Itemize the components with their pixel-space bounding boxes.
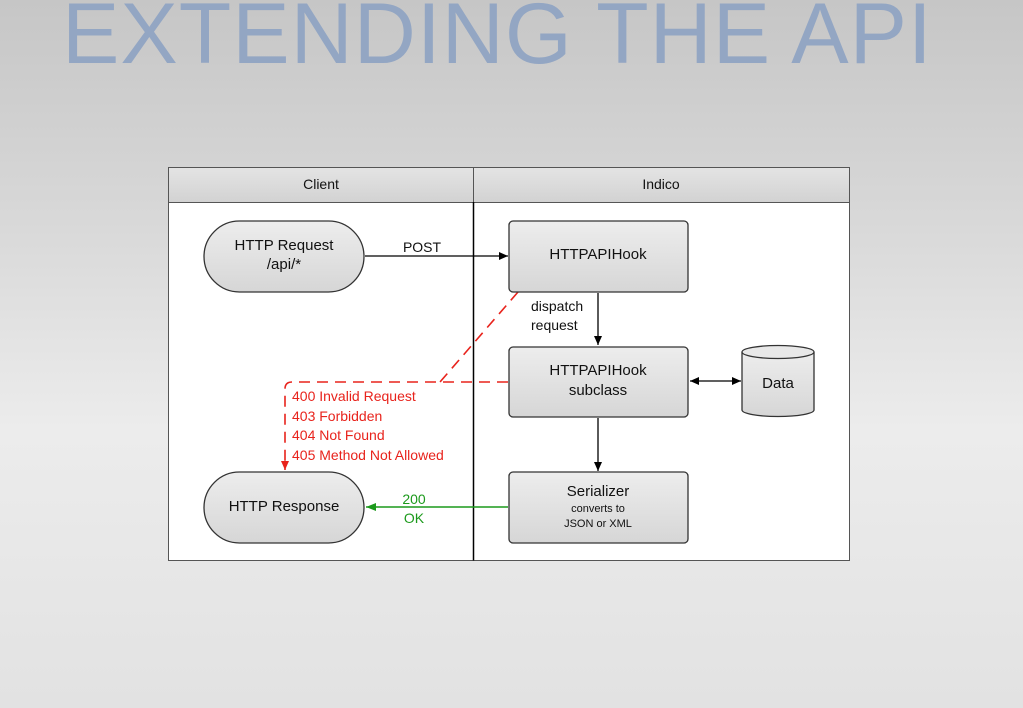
dispatch-label-line2: request	[531, 317, 578, 333]
dispatch-label-line1: dispatch	[531, 298, 583, 314]
flow-arrows: POST dispatch request	[365, 239, 741, 471]
error-405-label: 405 Method Not Allowed	[292, 447, 444, 463]
error-path: 400 Invalid Request 403 Forbidden 404 No…	[281, 291, 519, 470]
serializer-line1: converts to	[571, 503, 625, 515]
error-line-from-hook	[439, 291, 519, 383]
ok-path: 200 OK	[366, 491, 508, 526]
error-line-to-response	[281, 381, 508, 470]
http-request-node: HTTP Request /api/*	[203, 220, 365, 293]
lane-header-indico	[473, 167, 850, 203]
http-response-node: HTTP Response	[203, 471, 365, 544]
hook-subclass-label: HTTPAPIHook	[549, 362, 647, 379]
post-label: POST	[403, 239, 442, 255]
slide-title: EXTENDING THE API	[62, 0, 933, 82]
lane-header-client	[168, 167, 474, 203]
serializer-line2: JSON or XML	[564, 518, 632, 530]
lane-label-indico: Indico	[642, 176, 680, 192]
http-api-hook-node: HTTPAPIHook	[508, 220, 689, 293]
data-store-label: Data	[762, 375, 794, 392]
http-response-label: HTTP Response	[229, 498, 340, 515]
hook-subclass-node: HTTPAPIHook subclass	[508, 346, 689, 418]
http-api-hook-label: HTTPAPIHook	[549, 246, 647, 263]
error-404-label: 404 Not Found	[292, 427, 385, 443]
ok-text-label: OK	[404, 510, 425, 526]
error-403-label: 403 Forbidden	[292, 408, 382, 424]
serializer-title: Serializer	[567, 483, 630, 500]
http-request-label: HTTP Request	[235, 237, 335, 254]
hook-subclass-sublabel: subclass	[569, 382, 627, 399]
ok-code-label: 200	[402, 491, 426, 507]
data-store-node: Data	[741, 344, 815, 418]
http-request-path: /api/*	[267, 256, 301, 273]
error-400-label: 400 Invalid Request	[292, 388, 416, 404]
lane-label-client: Client	[303, 176, 339, 192]
serializer-node: Serializer converts to JSON or XML	[508, 471, 689, 544]
